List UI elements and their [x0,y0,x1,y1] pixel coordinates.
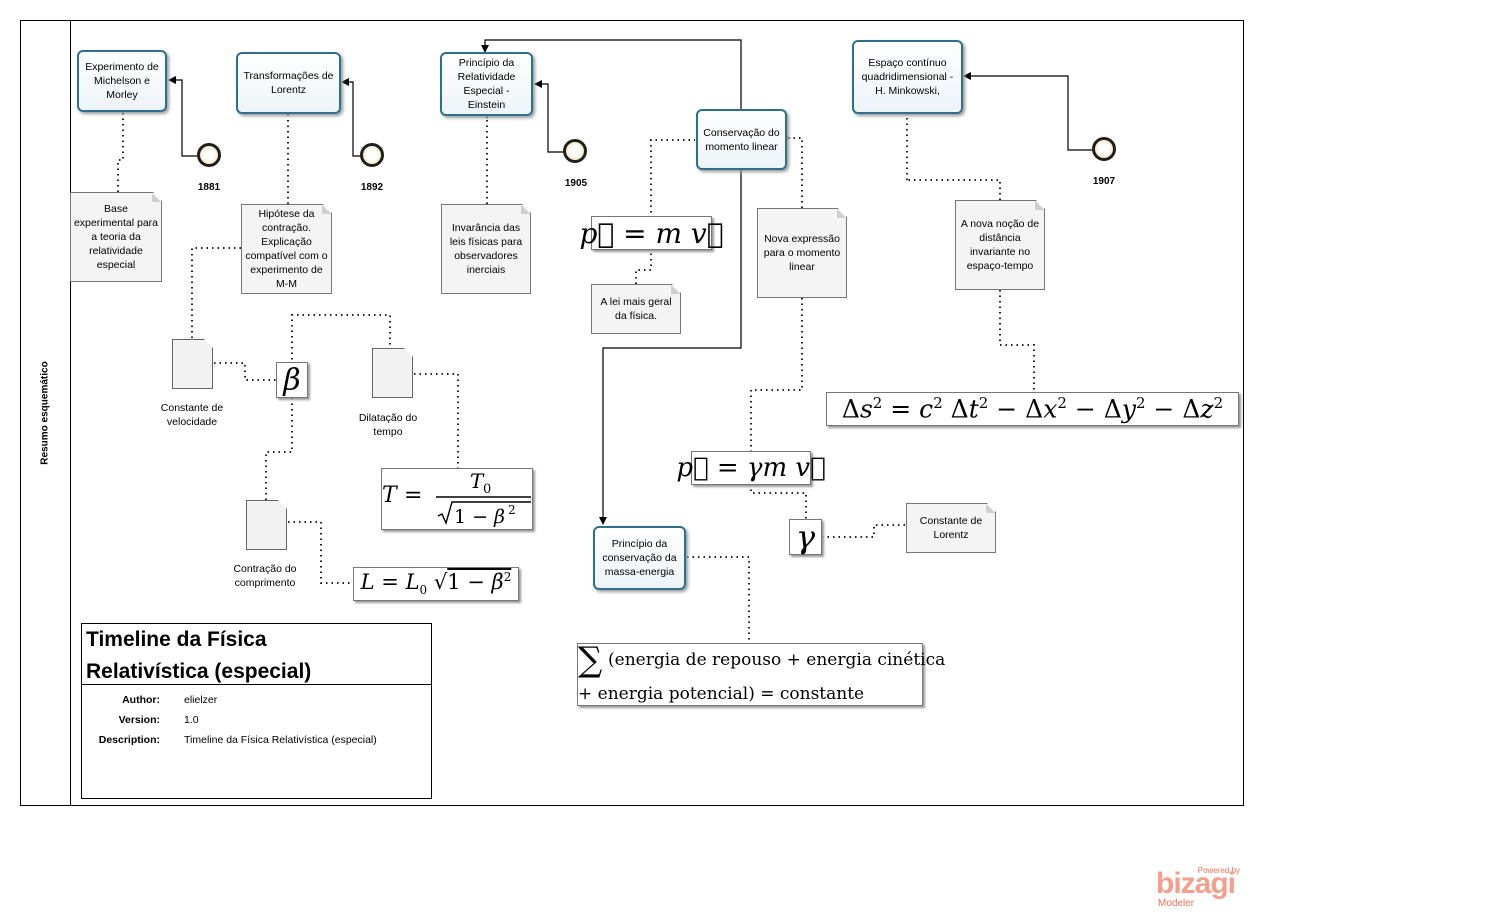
author-label: Author: [122,694,160,706]
svg-text:β: β [493,506,505,528]
svg-text:=: = [404,483,422,508]
note-hipotese[interactable]: Hipótese da contração. Explicação compat… [241,204,332,294]
doc-contracao[interactable] [246,500,287,550]
event-year-1881: 1881 [197,182,221,193]
formula-momentum-classic[interactable]: p⃗ = m v⃗ [579,216,724,250]
note-lei-geral-text: A lei mais geral da física. [600,296,672,322]
flow-top [481,39,742,172]
formula-length-contraction-render: L = L0 √1 − β2 [360,570,512,598]
task-relatividade[interactable]: Princípio da Relatividade Especial - Ein… [440,52,533,116]
formula-gamma-render: γ [795,518,816,556]
formula-spacetime-interval-render: Δs2 = c2 Δt2 − Δx2 − Δy2 − Δz2 [841,394,1224,424]
note-constante-lorentz[interactable]: Constante de Lorentz [906,503,996,553]
start-event-1892[interactable] [360,143,384,167]
formula-beta[interactable]: β [276,362,308,398]
event-year-1907: 1907 [1092,176,1116,187]
note-hipotese-text: Hipótese da contração. Explicação compat… [245,208,328,290]
diagram-info-box: Timeline da Física Relativística (especi… [81,623,432,799]
doc-contracao-label: Contração do comprimento [233,563,297,589]
formula-spacetime-interval[interactable]: Δs2 = c2 Δt2 − Δx2 − Δy2 − Δz2 [826,392,1239,426]
note-constante-lorentz-text: Constante de Lorentz [919,515,983,541]
task-conservacao-momento-label: Conservação do momento linear [703,126,780,153]
bizagi-logo: Powered by bizagi Modeler [1154,866,1244,910]
brand-powered: Powered by [1197,866,1240,875]
version-label: Version: [118,714,160,726]
task-relatividade-label: Princípio da Relatividade Especial - Ein… [457,57,516,111]
flow-loop [599,172,742,525]
formula-mass-energy[interactable]: ∑ (energia de repouso + energia cinética… [577,640,946,706]
author-value: elielzer [184,694,218,706]
task-michelson[interactable]: Experimento de Michelson e Morley [77,50,167,112]
formula-gamma[interactable]: γ [789,518,822,556]
flow-1907 [963,72,1092,151]
formula-beta-render: β [283,362,301,398]
brand-product: Modeler [1158,898,1195,909]
task-minkowski[interactable]: Espaço contínuo quadridimensional - H. M… [852,40,963,114]
start-event-1907[interactable] [1092,137,1116,161]
svg-text:0: 0 [483,482,491,497]
formula-momentum-relativistic-render: p⃗ = γm v⃗ [676,453,826,483]
note-nova-expressao[interactable]: Nova expressão para o momento linear [757,208,847,298]
lane-header [20,20,71,806]
note-distancia-text: A nova noção de distância invariante no … [960,218,1040,272]
brand-name: bizagi [1156,867,1236,900]
note-nova-expressao-text: Nova expressão para o momento linear [763,233,841,273]
svg-text:2: 2 [508,503,516,517]
formula-time-dilation[interactable]: T = T 0 1 − β 2 [381,468,533,530]
description-value: Timeline da Física Relativística (especi… [184,734,377,746]
info-divider [82,684,431,685]
formula-time-dilation-render: T = T 0 1 − β 2 [382,469,531,528]
task-lorentz[interactable]: Transformações de Lorentz [236,52,341,114]
doc-constante-velocidade[interactable] [172,339,213,389]
task-massa-energia[interactable]: Princípio da conservação da massa-energi… [593,526,686,590]
note-invariancia-text: Invarância das leis físicas para observa… [449,222,523,276]
note-lei-geral[interactable]: A lei mais geral da física. [591,284,681,334]
doc-constante-velocidade-label: Constante de velocidade [160,402,224,428]
flow-1881 [168,76,197,157]
diagram-title: Timeline da Física Relativística (especi… [86,628,312,683]
formula-momentum-relativistic[interactable]: p⃗ = γm v⃗ [676,451,826,485]
flow-1892 [341,78,360,157]
note-base-experimental-text: Base experimental para a teoria da relat… [73,203,159,271]
doc-dilatacao[interactable] [372,348,413,398]
svg-text:T: T [470,469,485,493]
task-michelson-label: Experimento de Michelson e Morley [85,61,159,101]
description-label: Description: [98,734,160,746]
svg-text:1 −: 1 − [454,506,488,528]
version-value: 1.0 [184,714,199,726]
event-year-1905: 1905 [564,178,588,189]
doc-dilatacao-label: Dilatação do tempo [358,412,418,438]
start-event-1905[interactable] [563,139,587,163]
task-lorentz-label: Transformações de Lorentz [243,70,334,96]
note-invariancia[interactable]: Invarância das leis físicas para observa… [441,204,531,294]
flow-1905 [534,80,563,153]
start-event-1881[interactable] [197,143,221,167]
note-base-experimental[interactable]: Base experimental para a teoria da relat… [70,192,162,282]
event-year-1892: 1892 [360,182,384,193]
svg-text:T: T [382,483,399,508]
task-conservacao-momento[interactable]: Conservação do momento linear [696,109,787,170]
note-distancia[interactable]: A nova noção de distância invariante no … [955,200,1045,290]
task-minkowski-label: Espaço contínuo quadridimensional - H. M… [861,57,954,97]
formula-length-contraction[interactable]: L = L0 √1 − β2 [353,567,519,601]
task-massa-energia-label: Princípio da conservação da massa-energi… [602,538,677,578]
formula-momentum-classic-render: p⃗ = m v⃗ [579,216,724,250]
